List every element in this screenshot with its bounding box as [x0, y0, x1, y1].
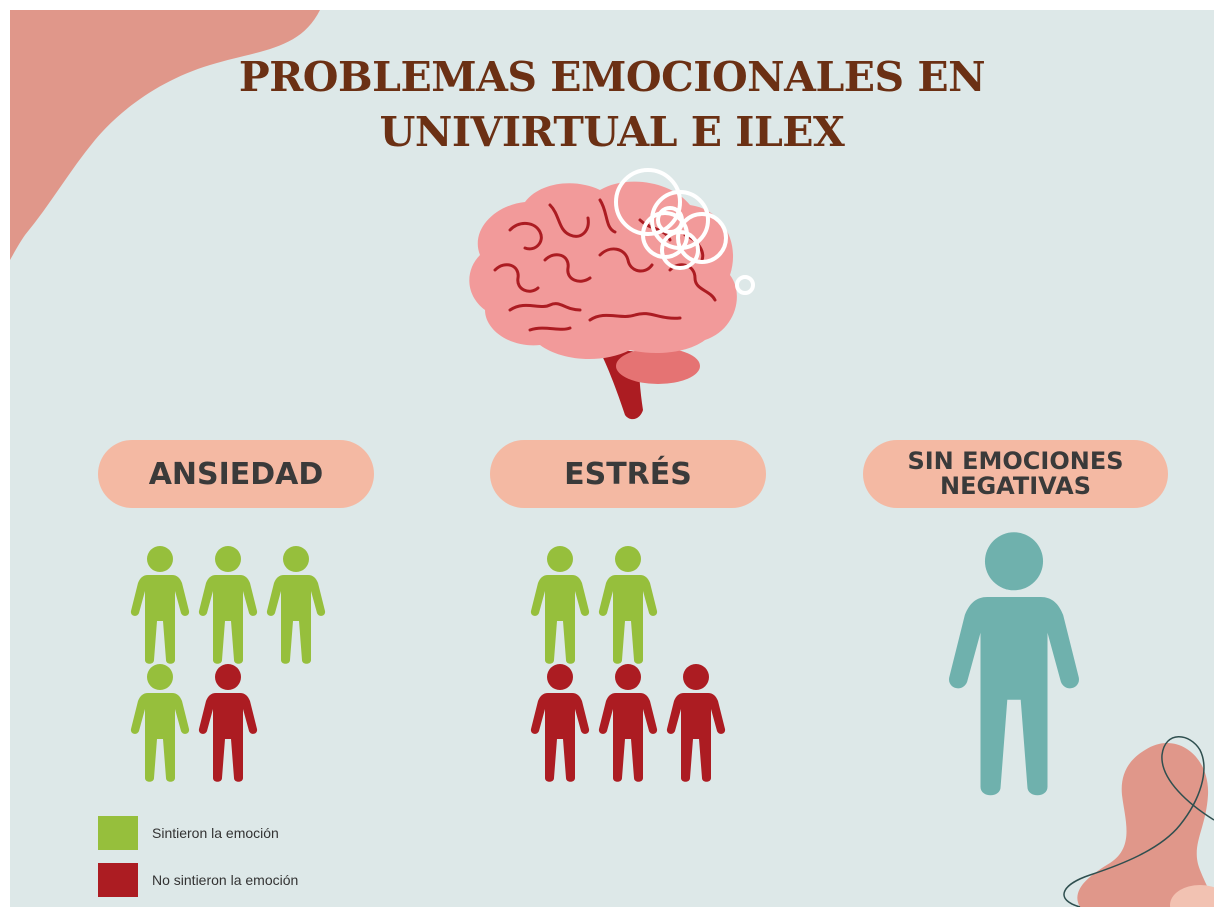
pill-label-line: NEGATIVAS — [939, 472, 1091, 500]
thought-bubble-icon — [614, 168, 755, 295]
legend-item-felt: Sintieron la emoción — [98, 816, 279, 850]
title-line-1: PROBLEMAS EMOCIONALES EN — [238, 53, 986, 101]
person-icon-felt — [198, 546, 258, 664]
ansiedad-person-group — [128, 545, 348, 795]
legend-swatch-felt — [98, 816, 138, 850]
category-pill-estres: ESTRÉS — [490, 440, 766, 508]
legend-swatch-not-felt — [98, 863, 138, 897]
title-line-2: UNIVIRTUAL E ILEX — [379, 108, 845, 156]
estres-person-group — [528, 545, 748, 795]
pill-label-line: ANSIEDAD — [148, 456, 324, 492]
person-icon-felt — [266, 546, 326, 664]
category-pill-ansiedad: ANSIEDAD — [98, 440, 374, 508]
pill-label-line: SIN EMOCIONES — [907, 447, 1124, 475]
sin-emociones-person-group — [940, 530, 1090, 800]
top-left-decorative-blob — [10, 10, 320, 260]
person-icon-not-felt — [598, 664, 658, 782]
person-icon-felt — [598, 546, 658, 664]
infographic-title: PROBLEMAS EMOCIONALES EN UNIVIRTUAL E IL… — [10, 50, 1214, 160]
legend-item-not-felt: No sintieron la emoción — [98, 863, 298, 897]
person-icon-not-felt — [530, 664, 590, 782]
brain-icon — [469, 181, 737, 420]
person-icon-felt — [130, 546, 190, 664]
person-icon-not-felt — [666, 664, 726, 782]
person-icon-neutral — [949, 532, 1079, 796]
person-icon-felt — [530, 546, 590, 664]
brain-illustration — [469, 168, 755, 420]
person-icon-not-felt — [198, 664, 258, 782]
category-pill-sin-emociones: SIN EMOCIONES NEGATIVAS — [863, 440, 1168, 508]
pill-label-line: ESTRÉS — [564, 456, 692, 492]
person-icon-felt — [130, 664, 190, 782]
legend-label-not-felt: No sintieron la emoción — [152, 872, 299, 888]
bottom-right-decorative-blob — [1063, 736, 1214, 907]
infographic-canvas: PROBLEMAS EMOCIONALES EN UNIVIRTUAL E IL… — [10, 10, 1214, 907]
legend-label-felt: Sintieron la emoción — [152, 825, 279, 841]
